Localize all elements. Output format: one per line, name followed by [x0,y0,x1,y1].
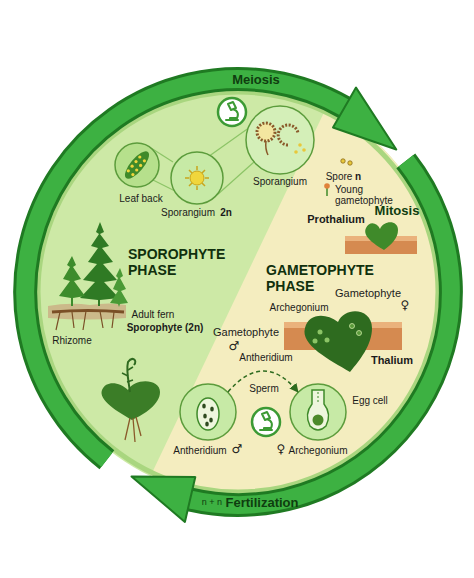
process-label: Mitosis [375,204,420,218]
part-label: Rhizome [52,335,91,346]
process-label: Meiosis [232,73,280,87]
process-label: n + n [202,498,222,508]
part-label: 2n [220,207,232,218]
phase-title: SPOROPHYTE PHASE [128,246,240,278]
part-label: Sporangium [253,176,307,187]
part-label: Adult fern [132,309,175,320]
part-label: n [355,171,361,182]
part-label: Archegonium [289,445,348,456]
process-label: Fertilization [226,496,299,510]
sex-symbol: ♀ [277,443,286,456]
part-label: Archegonium [270,302,329,313]
part-label: Antheridium [239,352,292,363]
part-label: Spore [326,171,353,182]
part-label: Leaf back [119,193,162,204]
part-label: Prothalium [307,213,364,225]
sex-symbol: ♀ [401,299,410,312]
part-label: Thalium [371,354,413,366]
sex-symbol: ♂ [229,340,240,353]
part-label: Sperm [249,383,278,394]
part-label: Antheridium [173,445,226,456]
part-label: Gametophyte [213,326,279,338]
part-label: Young gametophyte [335,184,397,206]
part-label: Gametophyte [335,287,401,299]
sex-symbol: ♂ [232,443,243,456]
part-label: Sporangium [161,207,215,218]
phase-region: SPOROPHYTE PHASE [126,244,244,280]
part-label: Sporophyte (2n) [127,322,204,333]
part-label: Egg cell [352,395,388,406]
